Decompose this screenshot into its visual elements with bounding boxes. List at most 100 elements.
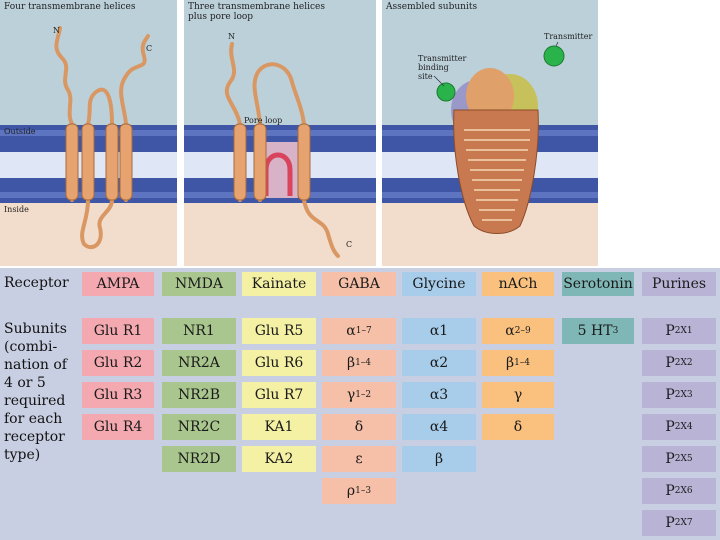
subunit-subscript: 2X4 [674,422,693,432]
subunit-subscript: 1–2 [355,390,372,400]
panel-four-helices: Four transmembrane helices N C Outside I… [0,0,177,266]
outside-label: Outside [4,127,36,136]
binding-site-label: Transmitter binding site [418,54,466,81]
subunit-name: α3 [429,387,449,403]
membrane-diagram-a [0,0,177,266]
column-header-ampa: AMPA [82,272,154,296]
subunit-name: P [665,483,675,499]
subunit-cell: NR2B [162,382,236,408]
subunit-subscript: 2X7 [674,518,693,528]
subunits-label-line: type) [4,447,41,463]
subunit-name: 5 HT [577,323,613,339]
subunit-name: γ [513,387,523,403]
subunit-name: P [665,323,675,339]
subunit-subscript: 2X3 [674,390,693,400]
inside-label: Inside [4,205,29,214]
column-header-nmda: NMDA [162,272,236,296]
subunit-cell: α3 [402,382,476,408]
subunit-subscript: 1–4 [355,358,372,368]
subunit-name: NR2C [177,419,221,435]
subunit-name: NR2D [177,451,221,467]
subunit-name: Glu R1 [93,323,143,339]
subunit-name: δ [513,419,523,435]
binding-site-line2: binding [418,63,449,72]
subunits-label-line: 4 or 5 [4,375,46,391]
receptor-header: Receptor [4,275,69,291]
subunit-name: NR2B [178,387,220,403]
subunit-cell: γ [482,382,554,408]
subunit-name: ε [355,451,363,467]
subunit-cell: Glu R4 [82,414,154,440]
subunit-cell: ε [322,446,396,472]
subunit-cell: β [402,446,476,472]
binding-site-line3: site [418,72,433,81]
subunit-name: γ [346,387,356,403]
c-terminus-label: C [146,44,153,53]
subunit-cell: NR2C [162,414,236,440]
subunit-cell: α4 [402,414,476,440]
subunits-label-line: receptor [4,429,65,445]
subunit-name: P [665,387,675,403]
subunits-label-line: (combi- [4,339,58,355]
subunits-label-line: for each [4,411,63,427]
subunit-cell: KA2 [242,446,316,472]
pore-loop-label: Pore loop [244,116,283,125]
column-header-kainate: Kainate [242,272,316,296]
subunit-cell: δ [322,414,396,440]
n-terminus-label-b: N [228,32,235,41]
panel-three-helices: Three transmembrane helices plus pore lo… [184,0,376,266]
subunit-cell: δ [482,414,554,440]
subunit-name: α1 [429,323,449,339]
subunit-cell: NR1 [162,318,236,344]
subunit-name: KA2 [264,451,294,467]
subunit-cell: α1 [402,318,476,344]
subunit-name: Glu R7 [254,387,304,403]
subunit-name: δ [354,419,364,435]
subunit-name: Glu R5 [254,323,304,339]
subunit-subscript: 1–7 [355,326,372,336]
panel-c-title: Assembled subunits [386,2,478,12]
panel-assembled-subunits: Assembled subunits Transmitter Transmitt… [382,0,598,266]
subunit-name: Glu R3 [93,387,143,403]
subunit-cell: α2 [402,350,476,376]
membrane-diagram-b [184,42,376,266]
column-header-glycine: Glycine [402,272,476,296]
subunit-name: β [434,451,444,467]
subunit-name: P [665,451,675,467]
subunits-label-line: nation of [4,357,67,373]
subunit-name: P [665,515,675,531]
subunit-cell: Glu R2 [82,350,154,376]
subunits-label-line: required [4,393,66,409]
subunit-cell: Glu R6 [242,350,316,376]
panel-b-title: Three transmembrane helices plus pore lo… [188,2,325,22]
c-terminus-label-b: C [346,240,353,249]
subunit-name: α2 [429,355,449,371]
subunit-name: Glu R6 [254,355,304,371]
subunit-name: KA1 [264,419,294,435]
receptor-table: Receptor Subunits (combi-nation of 4 or 5 r… [0,268,720,540]
subunits-label-line: Subunits [4,321,67,337]
subunit-subscript: 2X2 [674,358,693,368]
subunit-subscript: 2X5 [674,454,693,464]
panel-b-title-line2: plus pore loop [188,12,254,22]
subunit-subscript: 2–9 [514,326,531,336]
subunit-cell: Glu R7 [242,382,316,408]
subunit-name: NR2A [178,355,220,371]
subunit-subscript: 3 [612,326,619,336]
subunit-name: ρ [346,483,356,499]
subunit-subscript: 2X6 [674,486,693,496]
subunit-cell: NR2D [162,446,236,472]
subunit-name: Glu R2 [93,355,143,371]
subunit-cell: NR2A [162,350,236,376]
